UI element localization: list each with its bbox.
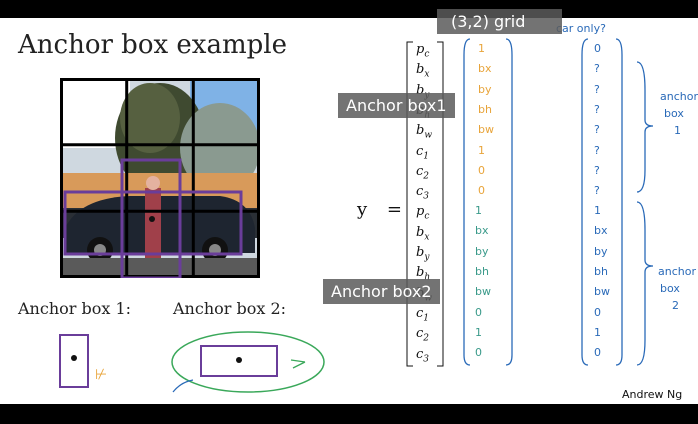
- handwritten-value: bx: [475, 224, 489, 238]
- brace-label-upper: anchor box 1: [660, 90, 698, 137]
- pedestrian-bounding-box: [120, 158, 182, 278]
- vector-entry: c1: [416, 305, 430, 324]
- handwritten-value: 0: [478, 163, 485, 177]
- vector-entry: c2: [416, 326, 430, 344]
- handwritten-value: 1: [475, 325, 482, 339]
- handwritten-value: 0: [594, 42, 601, 55]
- anchor-2-sketch: [171, 331, 325, 393]
- handwritten-value: by: [475, 244, 489, 258]
- handwritten-value: bh: [478, 102, 492, 116]
- handwritten-value: 0: [475, 346, 482, 360]
- car-bounding-box: [63, 190, 243, 256]
- grid-note-overlay: (3,2) grid: [437, 9, 562, 34]
- handwritten-value: ?: [594, 143, 600, 157]
- handwritten-value: ?: [594, 62, 600, 76]
- handwritten-value: 1: [475, 204, 482, 217]
- right-braces: [636, 61, 654, 366]
- vector-entry: c2: [416, 163, 430, 182]
- handwritten-value: bh: [594, 264, 608, 278]
- vector-entry: bw: [416, 123, 433, 141]
- handwritten-value: 1: [594, 204, 601, 217]
- anchor-box-1-shape: [59, 334, 89, 388]
- handwritten-value: bw: [475, 285, 491, 299]
- brace-label-lower: anchor box 2: [658, 265, 696, 312]
- slide-title: Anchor box example: [18, 30, 287, 60]
- column-2-brackets: [581, 38, 623, 366]
- vector-entry: pc: [416, 204, 430, 222]
- handwritten-value: 0: [594, 305, 601, 319]
- handwritten-value: ?: [594, 184, 600, 198]
- handwritten-value: 0: [594, 346, 601, 360]
- vector-entry: bx: [416, 224, 430, 243]
- handwritten-value: bx: [478, 62, 492, 76]
- handwritten-value: bx: [594, 224, 608, 238]
- credit: Andrew Ng: [622, 388, 683, 401]
- vector-entry: c3: [416, 184, 430, 202]
- handwritten-value: ?: [594, 82, 600, 96]
- vector-entry: c1: [416, 143, 430, 162]
- handwritten-value: bh: [475, 264, 489, 278]
- anchor-box1-overlay: Anchor box1: [338, 93, 455, 118]
- anchor-1-check: ⊬: [95, 367, 108, 383]
- bottom-letterbox: [0, 404, 698, 424]
- anchor-box2-overlay: Anchor box2: [323, 279, 440, 304]
- handwritten-value: ?: [594, 102, 600, 116]
- midpoint-dot: [149, 216, 155, 222]
- column-1-brackets: [463, 38, 513, 366]
- handwritten-value: 0: [475, 305, 482, 319]
- vector-entry: bx: [416, 62, 430, 80]
- vector-entry: pc: [416, 42, 430, 60]
- handwritten-value: ?: [594, 163, 600, 177]
- street-photo: [60, 78, 260, 278]
- handwritten-value: 1: [594, 325, 601, 339]
- vector-entry: by: [416, 245, 430, 263]
- handwritten-value: by: [594, 244, 608, 258]
- vector-bracket: [406, 41, 444, 367]
- handwritten-value: 0: [478, 184, 485, 198]
- anchor-box-1-center: [71, 355, 77, 361]
- vector-entry: bh: [416, 265, 431, 283]
- anchor-box-1-label: Anchor box 1:: [18, 299, 132, 318]
- car-only-note: car only?: [556, 22, 606, 35]
- y-symbol: y: [357, 199, 368, 220]
- handwritten-value: 1: [478, 42, 485, 55]
- anchor-box-2-center: [236, 357, 242, 363]
- anchor-box-2-label: Anchor box 2:: [173, 299, 287, 318]
- vector-entry: c3: [416, 346, 430, 365]
- handwritten-value: bw: [594, 285, 610, 299]
- handwritten-value: 1: [478, 143, 485, 157]
- equals-sign: =: [386, 199, 402, 220]
- anchor-box-2-shape: [200, 345, 278, 377]
- grid-overlay: [60, 78, 260, 278]
- handwritten-value: ?: [594, 123, 600, 137]
- photo-scene: [60, 78, 260, 278]
- handwritten-value: bw: [478, 123, 494, 137]
- y-equation: y =: [357, 199, 402, 220]
- handwritten-value: by: [478, 82, 492, 96]
